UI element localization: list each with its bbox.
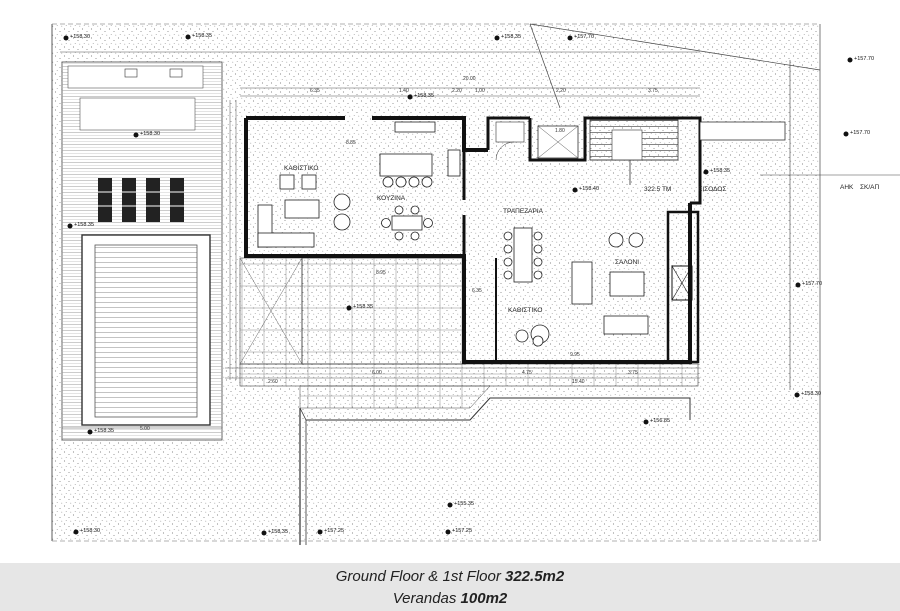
svg-text:+158.35: +158.35 bbox=[192, 33, 212, 39]
level-marker: +157.70 bbox=[795, 281, 822, 288]
dimension-text: 3.75 bbox=[648, 88, 658, 94]
level-marker: +158.40 bbox=[572, 186, 599, 193]
room-label-kathistiko-main: ΚΑΘΙΣΤΙΚΟ bbox=[508, 307, 542, 314]
dimension-text: 1.40 bbox=[399, 88, 409, 94]
level-marker: +158.35 bbox=[185, 33, 212, 40]
svg-text:+157.25: +157.25 bbox=[452, 528, 472, 534]
caption-floor-text: Ground Floor & 1st Floor bbox=[335, 568, 505, 585]
swimming-pool bbox=[81, 234, 211, 426]
room-label-kouzina: ΚΟΥΖΙΝΑ bbox=[377, 195, 406, 202]
dimension-text: 4.75 bbox=[522, 370, 532, 376]
level-markers: +158.30 +158.35 +158.35 +157.70 +157.70 … bbox=[63, 33, 874, 536]
level-marker: +158.35 bbox=[67, 222, 94, 229]
level-marker: +156.85 bbox=[643, 418, 670, 425]
svg-text:+155.35: +155.35 bbox=[454, 501, 474, 507]
dimension-text: 20.00 bbox=[463, 76, 476, 82]
caption-floor-value: 322.5m2 bbox=[505, 568, 565, 585]
caption-line-floor-area: Ground Floor & 1st Floor 322.5m2 bbox=[0, 563, 900, 588]
room-label-skap: ΣΚ/ΑΠ bbox=[860, 184, 879, 191]
svg-text:+158.30: +158.30 bbox=[801, 391, 821, 397]
caption-veranda-value: 100m2 bbox=[460, 590, 508, 607]
svg-text:+156.85: +156.85 bbox=[650, 418, 670, 424]
room-label-saloni: ΣΑΛΟΝΙ bbox=[615, 259, 639, 266]
level-marker: +158.30 bbox=[63, 34, 90, 41]
dimension-text: 1.00 bbox=[475, 88, 485, 94]
level-marker: +155.35 bbox=[447, 501, 474, 508]
dimension-text: 6.35 bbox=[310, 88, 320, 94]
dimension-text: 2.20 bbox=[556, 88, 566, 94]
dimension-text: 8.95 bbox=[376, 270, 386, 276]
dimension-text: 6.00 bbox=[372, 370, 382, 376]
room-label-eisodos: ΕΙΣΟΔΟΣ bbox=[698, 186, 726, 193]
deck-area bbox=[61, 61, 223, 441]
room-label-kathistiko-left: ΚΑΘΙΣΤΙΚΟ bbox=[284, 165, 318, 172]
level-marker: +158.35 bbox=[87, 428, 114, 435]
svg-text:+158.30: +158.30 bbox=[70, 34, 90, 40]
level-marker: +157.70 bbox=[567, 34, 594, 41]
svg-text:+158.35: +158.35 bbox=[94, 428, 114, 434]
dimension-text: 2.60 bbox=[268, 379, 278, 385]
dimension-text: 6.35 bbox=[472, 288, 482, 294]
dimension-text: 9.95 bbox=[570, 352, 580, 358]
svg-text:+157.70: +157.70 bbox=[850, 130, 870, 136]
svg-text:+157.70: +157.70 bbox=[574, 34, 594, 40]
level-marker: +158.30 bbox=[133, 131, 160, 138]
dimension-text: 3.75 bbox=[628, 370, 638, 376]
building-walls bbox=[244, 116, 702, 364]
svg-text:+158.30: +158.30 bbox=[80, 528, 100, 534]
service-core bbox=[495, 121, 579, 161]
room-label-trapezaria: ΤΡΑΠΕΖΑΡΙΑ bbox=[503, 208, 544, 215]
sunbed-icons bbox=[98, 178, 184, 222]
dimension-text: 15.40 bbox=[572, 379, 585, 385]
caption-bar: Ground Floor & 1st Floor 322.5m2 Veranda… bbox=[0, 563, 900, 611]
svg-text:+158.40: +158.40 bbox=[579, 186, 599, 192]
level-marker: +158.35 bbox=[494, 34, 521, 41]
dimension-text: 2.20 bbox=[452, 88, 462, 94]
staircase bbox=[589, 119, 786, 185]
svg-text:+158.30: +158.30 bbox=[140, 131, 160, 137]
level-marker: +158.35 bbox=[261, 529, 288, 536]
furniture-left bbox=[257, 121, 461, 248]
floor-plan-drawing: ΚΑΘΙΣΤΙΚΟ ΚΟΥΖΙΝΑ ΤΡΑΠΕΖΑΡΙΑ ΣΑΛΟΝΙ ΚΑΘΙ… bbox=[51, 23, 900, 545]
svg-text:+158.35: +158.35 bbox=[414, 93, 434, 99]
svg-text:+158.35: +158.35 bbox=[74, 222, 94, 228]
furniture-right bbox=[503, 227, 649, 347]
caption-line-veranda-area: Verandas 100m2 bbox=[0, 588, 900, 610]
svg-text:+158.35: +158.35 bbox=[501, 34, 521, 40]
level-marker: +157.25 bbox=[445, 528, 472, 535]
dimension-text: 8.85 bbox=[346, 140, 356, 146]
svg-text:+158.35: +158.35 bbox=[710, 168, 730, 174]
svg-text:+157.70: +157.70 bbox=[854, 56, 874, 62]
level-marker: +157.70 bbox=[843, 130, 870, 137]
svg-text:+158.35: +158.35 bbox=[353, 304, 373, 310]
svg-text:+157.70: +157.70 bbox=[802, 281, 822, 287]
level-marker: +158.35 bbox=[346, 304, 373, 311]
dimension-text: 1.80 bbox=[555, 128, 565, 134]
level-marker: +157.25 bbox=[317, 528, 344, 535]
level-marker: +158.30 bbox=[73, 528, 100, 535]
level-marker: +158.35 bbox=[407, 93, 434, 100]
room-labels: ΚΑΘΙΣΤΙΚΟ ΚΟΥΖΙΝΑ ΤΡΑΠΕΖΑΡΙΑ ΣΑΛΟΝΙ ΚΑΘΙ… bbox=[284, 165, 879, 314]
room-label-ank: ΑΗΚ bbox=[840, 184, 854, 191]
level-marker: +157.70 bbox=[847, 56, 874, 63]
level-marker: +158.30 bbox=[794, 391, 821, 398]
svg-text:+158.35: +158.35 bbox=[268, 529, 288, 535]
area-label: 322.5 TM bbox=[644, 186, 671, 193]
svg-text:+157.25: +157.25 bbox=[324, 528, 344, 534]
dimension-text: 5.00 bbox=[140, 426, 150, 432]
level-marker: +158.35 bbox=[703, 168, 730, 175]
dimension-texts: 20.00 6.35 1.40 2.20 1.00 2.20 3.75 8.85… bbox=[140, 76, 658, 432]
caption-veranda-text: Verandas bbox=[392, 590, 461, 607]
terrace-paving bbox=[239, 257, 699, 545]
